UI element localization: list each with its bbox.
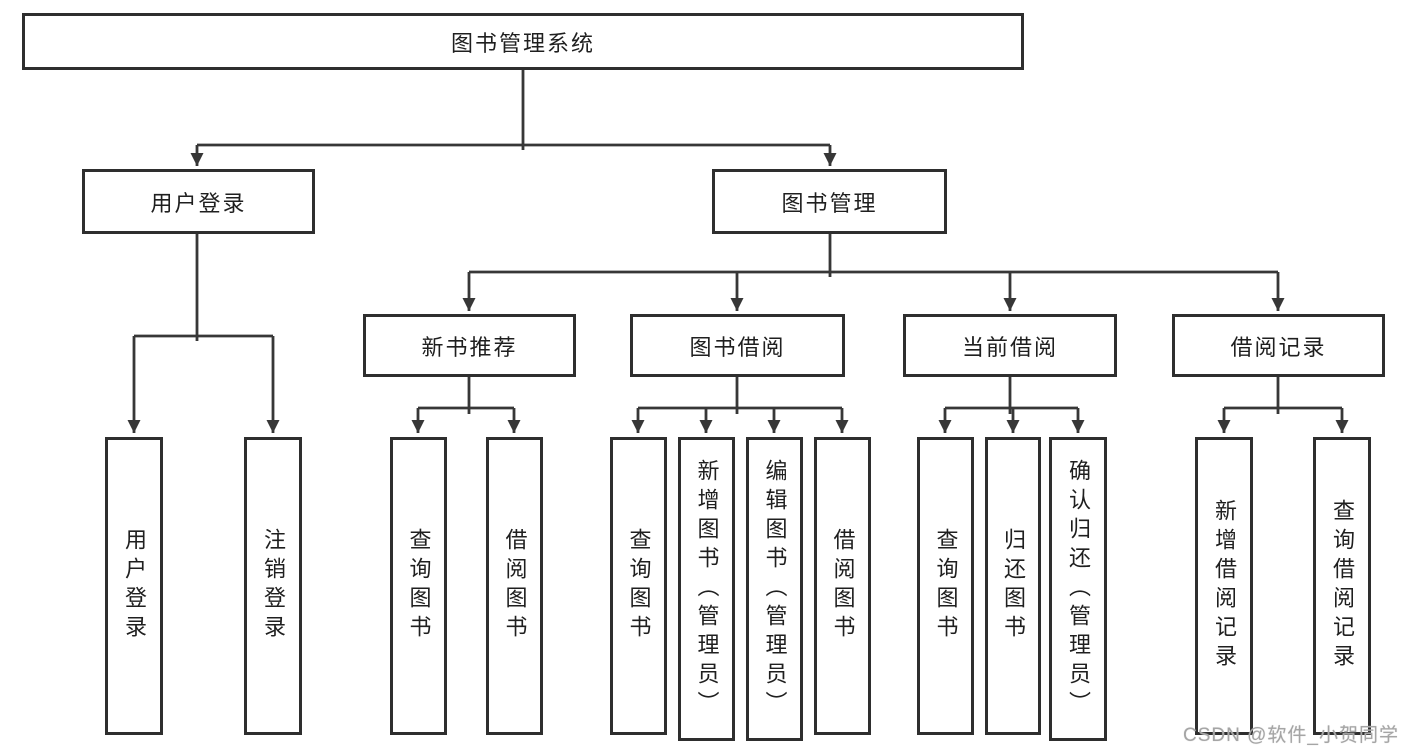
leaf-logout: 注销登录 — [244, 437, 302, 735]
leaf-cb-query-books: 查询图书 — [917, 437, 974, 735]
node-current-label: 当前借阅 — [961, 334, 1058, 360]
leaf-cb-return-books-label: 归还图书 — [1001, 528, 1026, 644]
node-root: 图书管理系统 — [22, 13, 1024, 70]
leaf-cb-return-books: 归还图书 — [985, 437, 1041, 735]
leaf-bb-query-books-label: 查询图书 — [626, 528, 652, 644]
leaf-bb-borrow-books-label: 借阅图书 — [830, 528, 856, 644]
leaf-bb-edit-books-admin-label: 编辑图书（管理员） — [762, 458, 788, 720]
leaf-user-login: 用户登录 — [105, 437, 163, 735]
node-borrowing-label: 图书借阅 — [689, 334, 786, 360]
node-book-mgmt-label: 图书管理 — [781, 190, 878, 216]
leaf-nb-borrow-books: 借阅图书 — [486, 437, 543, 735]
node-user-login: 用户登录 — [82, 169, 315, 234]
leaf-bb-add-books-admin: 新增图书（管理员） — [678, 437, 735, 741]
connector-lines — [127, 69, 1349, 433]
leaf-bb-edit-books-admin: 编辑图书（管理员） — [746, 437, 803, 741]
leaf-bb-borrow-books: 借阅图书 — [814, 437, 871, 735]
leaf-cb-query-books-label: 查询图书 — [933, 528, 959, 644]
node-borrowing: 图书借阅 — [630, 314, 845, 377]
leaf-cb-confirm-return-admin-label: 确认归还（管理员） — [1066, 458, 1091, 720]
leaf-br-add-record: 新增借阅记录 — [1195, 437, 1253, 735]
leaf-br-query-record-label: 查询借阅记录 — [1330, 499, 1355, 673]
node-current: 当前借阅 — [903, 314, 1117, 377]
node-new-books-label: 新书推荐 — [421, 334, 518, 360]
node-records-label: 借阅记录 — [1230, 334, 1327, 360]
leaf-cb-confirm-return-admin: 确认归还（管理员） — [1049, 437, 1107, 741]
node-new-books: 新书推荐 — [363, 314, 576, 377]
watermark: CSDN @软件_小贺同学 — [1183, 725, 1399, 746]
leaf-nb-borrow-books-label: 借阅图书 — [502, 528, 528, 644]
node-records: 借阅记录 — [1172, 314, 1385, 377]
node-root-label: 图书管理系统 — [450, 30, 595, 56]
leaf-user-login-label: 用户登录 — [122, 528, 147, 644]
leaf-bb-add-books-admin-label: 新增图书（管理员） — [694, 458, 720, 720]
leaf-bb-query-books: 查询图书 — [610, 437, 667, 735]
node-book-mgmt: 图书管理 — [712, 169, 947, 234]
node-user-login-label: 用户登录 — [150, 190, 247, 216]
leaf-logout-label: 注销登录 — [261, 528, 286, 644]
leaf-nb-query-books-label: 查询图书 — [406, 528, 432, 644]
leaf-nb-query-books: 查询图书 — [390, 437, 447, 735]
leaf-br-add-record-label: 新增借阅记录 — [1212, 499, 1237, 673]
leaf-br-query-record: 查询借阅记录 — [1313, 437, 1371, 735]
